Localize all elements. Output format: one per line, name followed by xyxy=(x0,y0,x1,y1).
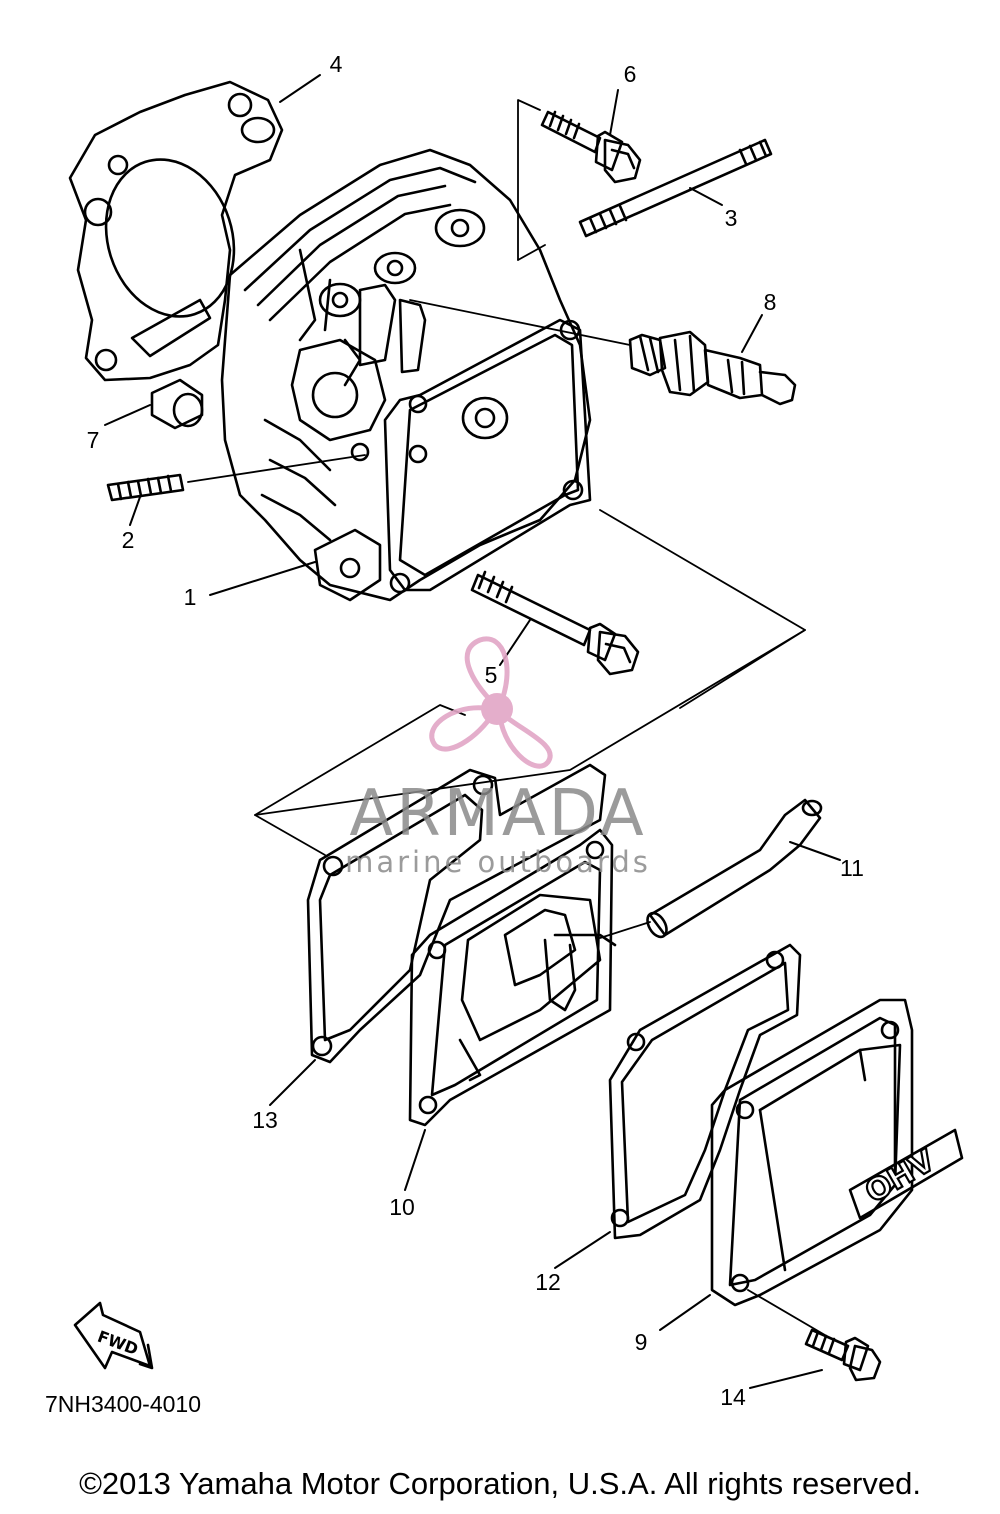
part-number-13: 13 xyxy=(252,1107,278,1133)
valve-cover-9-drawing xyxy=(710,998,964,1307)
breather-gasket-13-drawing xyxy=(306,763,607,1064)
part-number-1: 1 xyxy=(184,584,197,610)
stud-2-drawing xyxy=(106,473,185,502)
part-number-11: 11 xyxy=(840,855,864,881)
watermark: ARMADA marine outboards xyxy=(345,636,651,879)
part-number-7: 7 xyxy=(87,427,100,453)
bolt-14-drawing xyxy=(804,1328,882,1382)
breather-hose-11-drawing xyxy=(646,798,823,939)
fwd-arrow-icon xyxy=(73,1301,154,1370)
cover-marking-text: OHV xyxy=(860,1143,942,1211)
part-number-6: 6 xyxy=(624,61,637,87)
head-gasket-drawing xyxy=(68,80,284,382)
part-number-12: 12 xyxy=(535,1269,561,1295)
part-number-3: 3 xyxy=(725,205,738,231)
watermark-brand: ARMADA xyxy=(349,777,646,851)
bolt-5-drawing xyxy=(470,570,640,676)
spark-plug-8-drawing xyxy=(628,330,797,406)
propeller-logo-icon xyxy=(429,636,553,769)
drawing-code: 7NH3400-4010 xyxy=(45,1391,201,1417)
cover-gasket-12-drawing xyxy=(608,943,802,1240)
dowel-pin-7-drawing xyxy=(150,378,204,430)
part-number-8: 8 xyxy=(764,289,777,315)
part-number-14: 14 xyxy=(720,1384,746,1410)
reference-lines xyxy=(187,99,831,1339)
copyright-footer: ©2013 Yamaha Motor Corporation, U.S.A. A… xyxy=(79,1466,921,1501)
part-number-2: 2 xyxy=(122,527,135,553)
part-number-4: 4 xyxy=(330,51,343,77)
part-number-10: 10 xyxy=(389,1194,415,1220)
watermark-tagline: marine outboards xyxy=(345,845,651,879)
breather-10-drawing xyxy=(408,828,617,1127)
leader-lines xyxy=(104,74,841,1389)
stud-bolt-3-drawing xyxy=(578,138,773,238)
cylinder-head-drawing xyxy=(220,148,592,602)
part-number-5: 5 xyxy=(485,662,498,688)
part-number-9: 9 xyxy=(635,1329,648,1355)
bolt-6-drawing xyxy=(540,110,642,184)
exploded-view-svg: OHV FWD 4 6 3 8 7 2 1 5 11 13 10 12 9 14… xyxy=(45,51,964,1417)
